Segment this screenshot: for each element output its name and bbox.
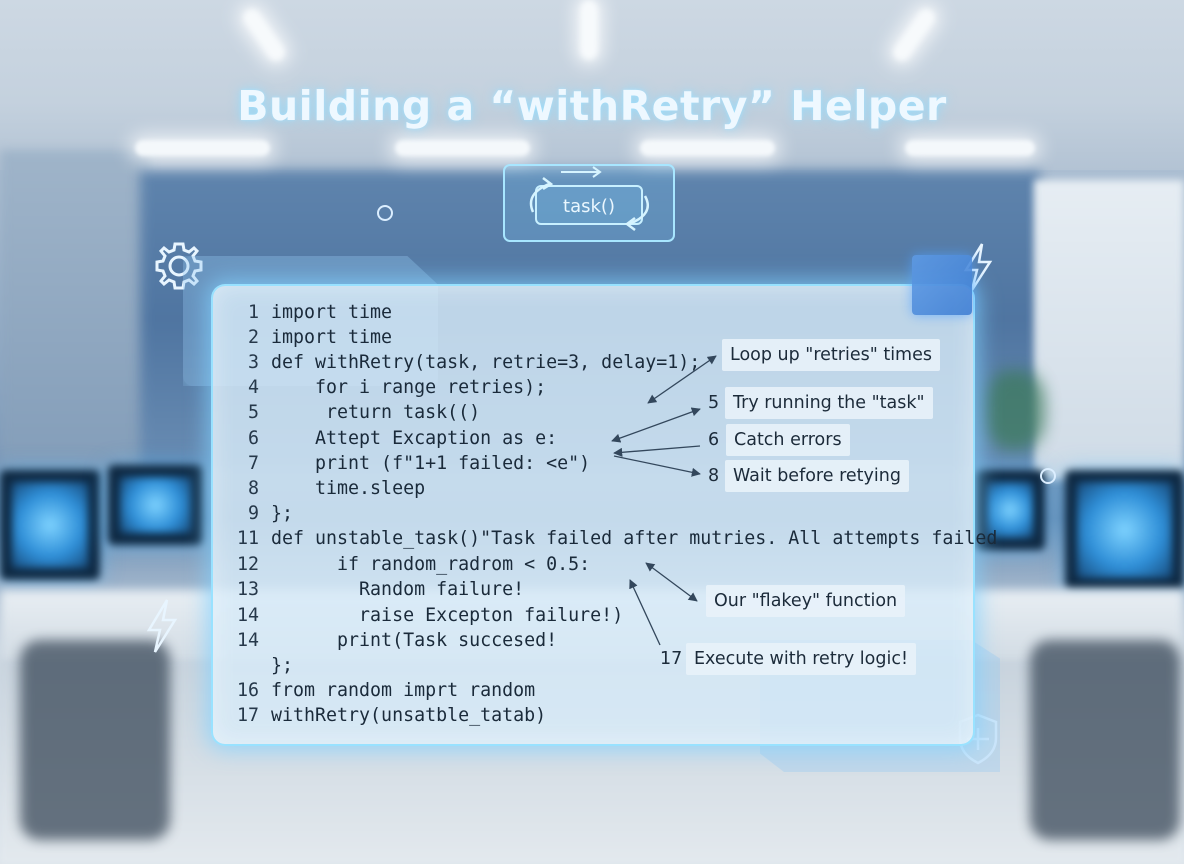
arrow-catch <box>613 445 701 457</box>
code-text: print (f"1+1 failed: <e") <box>271 453 591 474</box>
arrow-wait <box>613 455 701 477</box>
line-number: 4 <box>247 377 259 398</box>
annotation-execute: Execute with retry logic! <box>686 643 916 675</box>
code-line: 12 if random_radrom < 0.5: <box>212 552 590 577</box>
code-line: 11 def unstable_task()"Task failed after … <box>212 526 997 551</box>
task-label: task() <box>563 195 615 217</box>
annotation-number: 8 <box>708 466 720 486</box>
code-text: Attept Excaption as e: <box>271 428 558 449</box>
line-number: 11 <box>236 528 259 549</box>
loop-arrows-icon <box>503 164 675 242</box>
line-number: 7 <box>247 453 259 474</box>
code-line: 2 import time <box>212 325 392 350</box>
arrow-execute <box>629 579 661 646</box>
line-number: 12 <box>236 554 259 575</box>
ceiling-light <box>640 140 775 156</box>
code-line: 5 return task(() <box>212 400 480 425</box>
monitor <box>975 470 1045 550</box>
ceiling-light <box>395 140 530 156</box>
line-number: 14 <box>236 605 259 626</box>
chair <box>20 640 170 840</box>
code-text: import time <box>271 302 393 323</box>
page-title: Building a “withRetry” Helper <box>237 82 947 130</box>
line-number: 14 <box>236 630 259 651</box>
annotation-number: 17 <box>660 649 683 669</box>
circle-icon <box>377 205 393 221</box>
code-line: 7 print (f"1+1 failed: <e") <box>212 451 590 476</box>
code-line: 14 raise Excepton failure!) <box>212 603 623 628</box>
accent-square <box>912 255 972 315</box>
line-number: 2 <box>247 327 259 348</box>
lightning-icon <box>146 599 178 653</box>
annotation-flakey: Our "flakey" function <box>706 585 906 617</box>
line-number: 16 <box>236 680 259 701</box>
chair <box>1030 640 1180 840</box>
code-line: }; <box>212 653 293 678</box>
code-text: }; <box>271 655 294 676</box>
line-number: 9 <box>247 503 259 524</box>
code-line: 16 from random imprt random <box>212 678 535 703</box>
code-line: 17 withRetry(unsatble_tatab) <box>212 703 546 728</box>
code-line: 6 Attept Excaption as e: <box>212 426 557 451</box>
line-number: 8 <box>247 478 259 499</box>
arrow-flakey <box>645 562 698 602</box>
plant <box>985 370 1045 450</box>
arrow-loop <box>647 355 717 404</box>
monitor <box>0 470 100 580</box>
code-text: if random_radrom < 0.5: <box>271 554 591 575</box>
code-text: print(Task succesed! <box>271 630 558 651</box>
monitor <box>108 465 203 545</box>
code-text: for i range retries); <box>271 377 547 398</box>
window <box>1034 180 1184 480</box>
ceiling-light <box>135 140 270 156</box>
annotation-try: Try running the "task" <box>725 387 933 419</box>
code-line: 4 for i range retries); <box>212 375 546 400</box>
annotation-number: 5 <box>708 393 720 413</box>
code-text: withRetry(unsatble_tatab) <box>271 705 547 726</box>
code-text: raise Excepton failure!) <box>271 605 624 626</box>
code-text: import time <box>271 327 393 348</box>
code-line: 13 Random failure! <box>212 577 524 602</box>
gear-icon <box>155 242 203 290</box>
monitor <box>1065 470 1184 590</box>
line-number: 1 <box>247 302 259 323</box>
code-text: from random imprt random <box>271 680 536 701</box>
ceiling-light <box>905 140 1035 156</box>
line-number: 5 <box>247 402 259 423</box>
circle-icon <box>1040 468 1056 484</box>
code-text: def unstable_task()"Task failed after mu… <box>271 528 998 549</box>
code-text: }; <box>271 503 294 524</box>
code-line: 14 print(Task succesed! <box>212 628 557 653</box>
code-text: Random failure! <box>271 579 525 600</box>
code-line: 1 import time <box>212 300 392 325</box>
arrow-try <box>611 407 701 443</box>
annotation-catch: Catch errors <box>726 424 850 456</box>
annotation-loop: Loop up "retries" times <box>722 339 940 371</box>
code-line: 8 time.sleep <box>212 476 425 501</box>
ceiling-lamp <box>580 0 598 60</box>
line-number: 17 <box>236 705 259 726</box>
line-number: 6 <box>247 428 259 449</box>
code-line: 9}; <box>212 501 293 526</box>
annotation-wait: Wait before retying <box>725 460 909 492</box>
code-text: time.sleep <box>271 478 426 499</box>
line-number: 13 <box>236 579 259 600</box>
code-text: return task(() <box>271 402 481 423</box>
line-number: 3 <box>247 352 259 373</box>
annotation-number: 6 <box>708 430 720 450</box>
